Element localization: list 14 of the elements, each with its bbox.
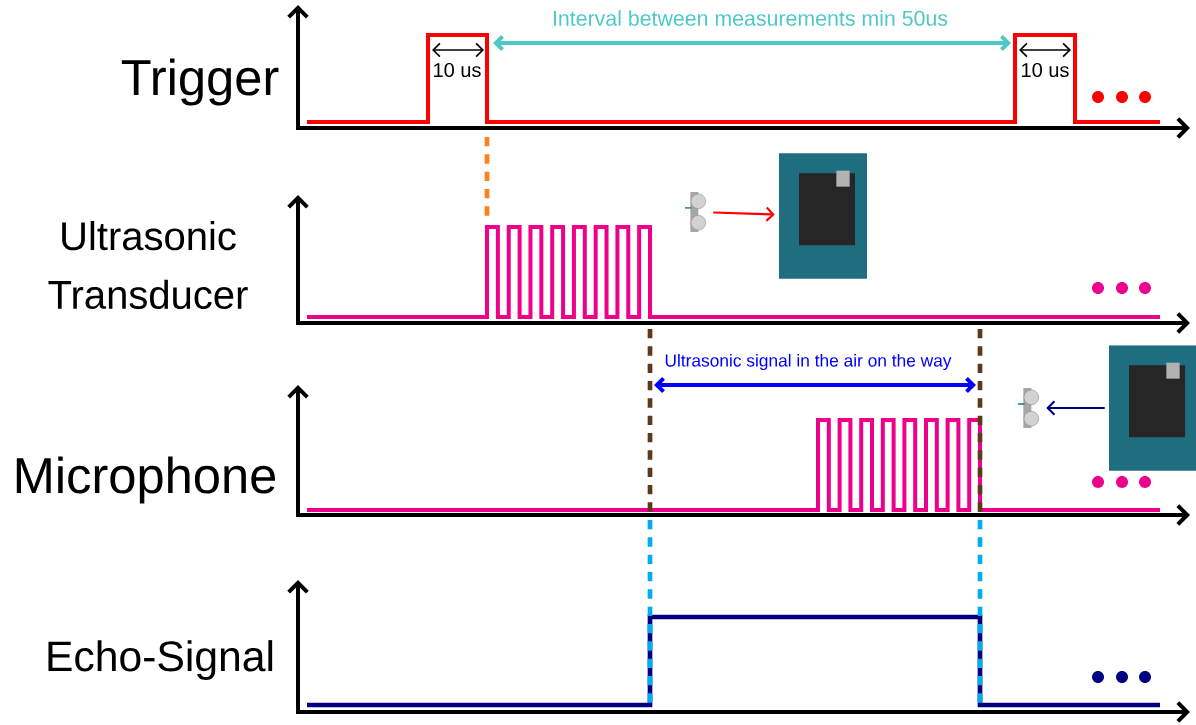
arrow: [713, 206, 775, 222]
sensor-picture: [685, 192, 706, 232]
interval-label: Interval between measurements min 50us: [553, 10, 948, 26]
signal-name: Ultrasonic Transducer: [48, 221, 248, 310]
dimension-label: 10 us: [434, 62, 481, 78]
board-picture: [1109, 345, 1196, 471]
signal-name: Trigger: [121, 58, 279, 106]
signal-name: Echo-Signal: [48, 640, 273, 680]
dimension-label: 10 us: [1022, 62, 1069, 78]
interval-label: Ultrasonic signal in the air on the way: [665, 353, 952, 371]
signal-name: Microphone: [16, 456, 276, 504]
sensor-picture: [1018, 388, 1039, 428]
arrow: [1046, 400, 1105, 416]
board-picture: [779, 153, 867, 279]
